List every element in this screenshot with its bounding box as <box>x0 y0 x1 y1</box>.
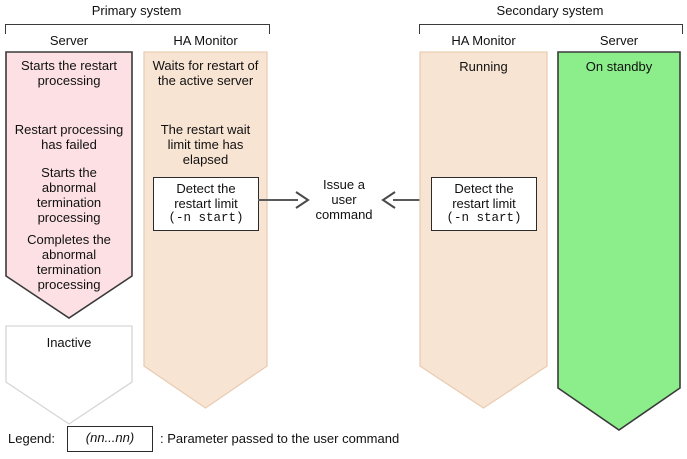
primary-server-line-10: abnormal <box>41 247 97 262</box>
primary-server-line-7: termination <box>36 195 102 210</box>
primary-server-header: Server <box>49 33 89 48</box>
primary-server-line-2: processing <box>37 73 101 88</box>
secondary-cmd-line-2: restart limit <box>452 196 516 211</box>
primary-hamonitor-line-4: limit time has <box>167 137 244 152</box>
secondary-server-line-1: On standby <box>585 59 653 74</box>
legend-parameter-box: (nn...nn) <box>67 426 153 452</box>
inactive-label: Inactive <box>46 335 92 350</box>
primary-server-line-8: processing <box>37 210 101 225</box>
secondary-server-header: Server <box>599 33 639 48</box>
secondary-server-banner: On standby <box>557 51 681 431</box>
primary-server-line-1: Starts the restart <box>20 58 118 73</box>
primary-system-bracket <box>5 24 270 34</box>
inactive-shape <box>5 325 133 425</box>
primary-server-shape <box>5 51 133 319</box>
primary-detect-restart-limit-box[interactable]: Detect the restart limit (-n start) <box>153 177 259 231</box>
legend-label: Legend: <box>8 431 55 446</box>
primary-cmd-param: (-n start) <box>168 211 244 225</box>
primary-server-line-4: has failed <box>41 137 97 152</box>
secondary-system-title: Secondary system <box>496 3 604 18</box>
secondary-detect-restart-limit-box[interactable]: Detect the restart limit (-n start) <box>431 177 537 231</box>
primary-system-title: Primary system <box>91 3 182 18</box>
secondary-hamonitor-banner: Running Detect the restart limit (-n sta… <box>419 51 548 409</box>
primary-server-line-9: Completes the <box>27 232 111 247</box>
arrow-left-to-center <box>258 191 310 209</box>
primary-hamonitor-line-2: the active server <box>157 73 254 88</box>
primary-hamonitor-header: HA Monitor <box>173 33 238 48</box>
primary-server-line-6: abnormal <box>41 180 97 195</box>
inactive-banner: Inactive <box>5 325 133 425</box>
secondary-hamonitor-line-1: Running <box>459 59 508 74</box>
primary-server-banner: Starts the restart processing Restart pr… <box>5 51 133 319</box>
primary-cmd-line-2: restart limit <box>174 196 238 211</box>
issue-user-command-label: Issue a user command <box>315 177 373 222</box>
primary-cmd-line-1: Detect the <box>176 181 236 196</box>
primary-hamonitor-line-5: elapsed <box>182 152 229 167</box>
secondary-cmd-param: (-n start) <box>446 211 522 225</box>
primary-server-line-12: processing <box>37 277 101 292</box>
legend-description: : Parameter passed to the user command <box>160 431 400 446</box>
primary-server-line-5: Starts the <box>41 165 97 180</box>
secondary-system-bracket <box>419 24 683 34</box>
primary-hamonitor-line-3: The restart wait <box>160 122 251 137</box>
secondary-cmd-line-1: Detect the <box>454 181 514 196</box>
primary-server-line-3: Restart processing <box>14 122 124 137</box>
secondary-server-shape <box>557 51 681 431</box>
primary-hamonitor-line-1: Waits for restart of <box>152 58 259 73</box>
primary-hamonitor-banner: Waits for restart of the active server T… <box>143 51 268 409</box>
primary-server-line-11: termination <box>36 262 102 277</box>
secondary-hamonitor-header: HA Monitor <box>451 33 516 48</box>
